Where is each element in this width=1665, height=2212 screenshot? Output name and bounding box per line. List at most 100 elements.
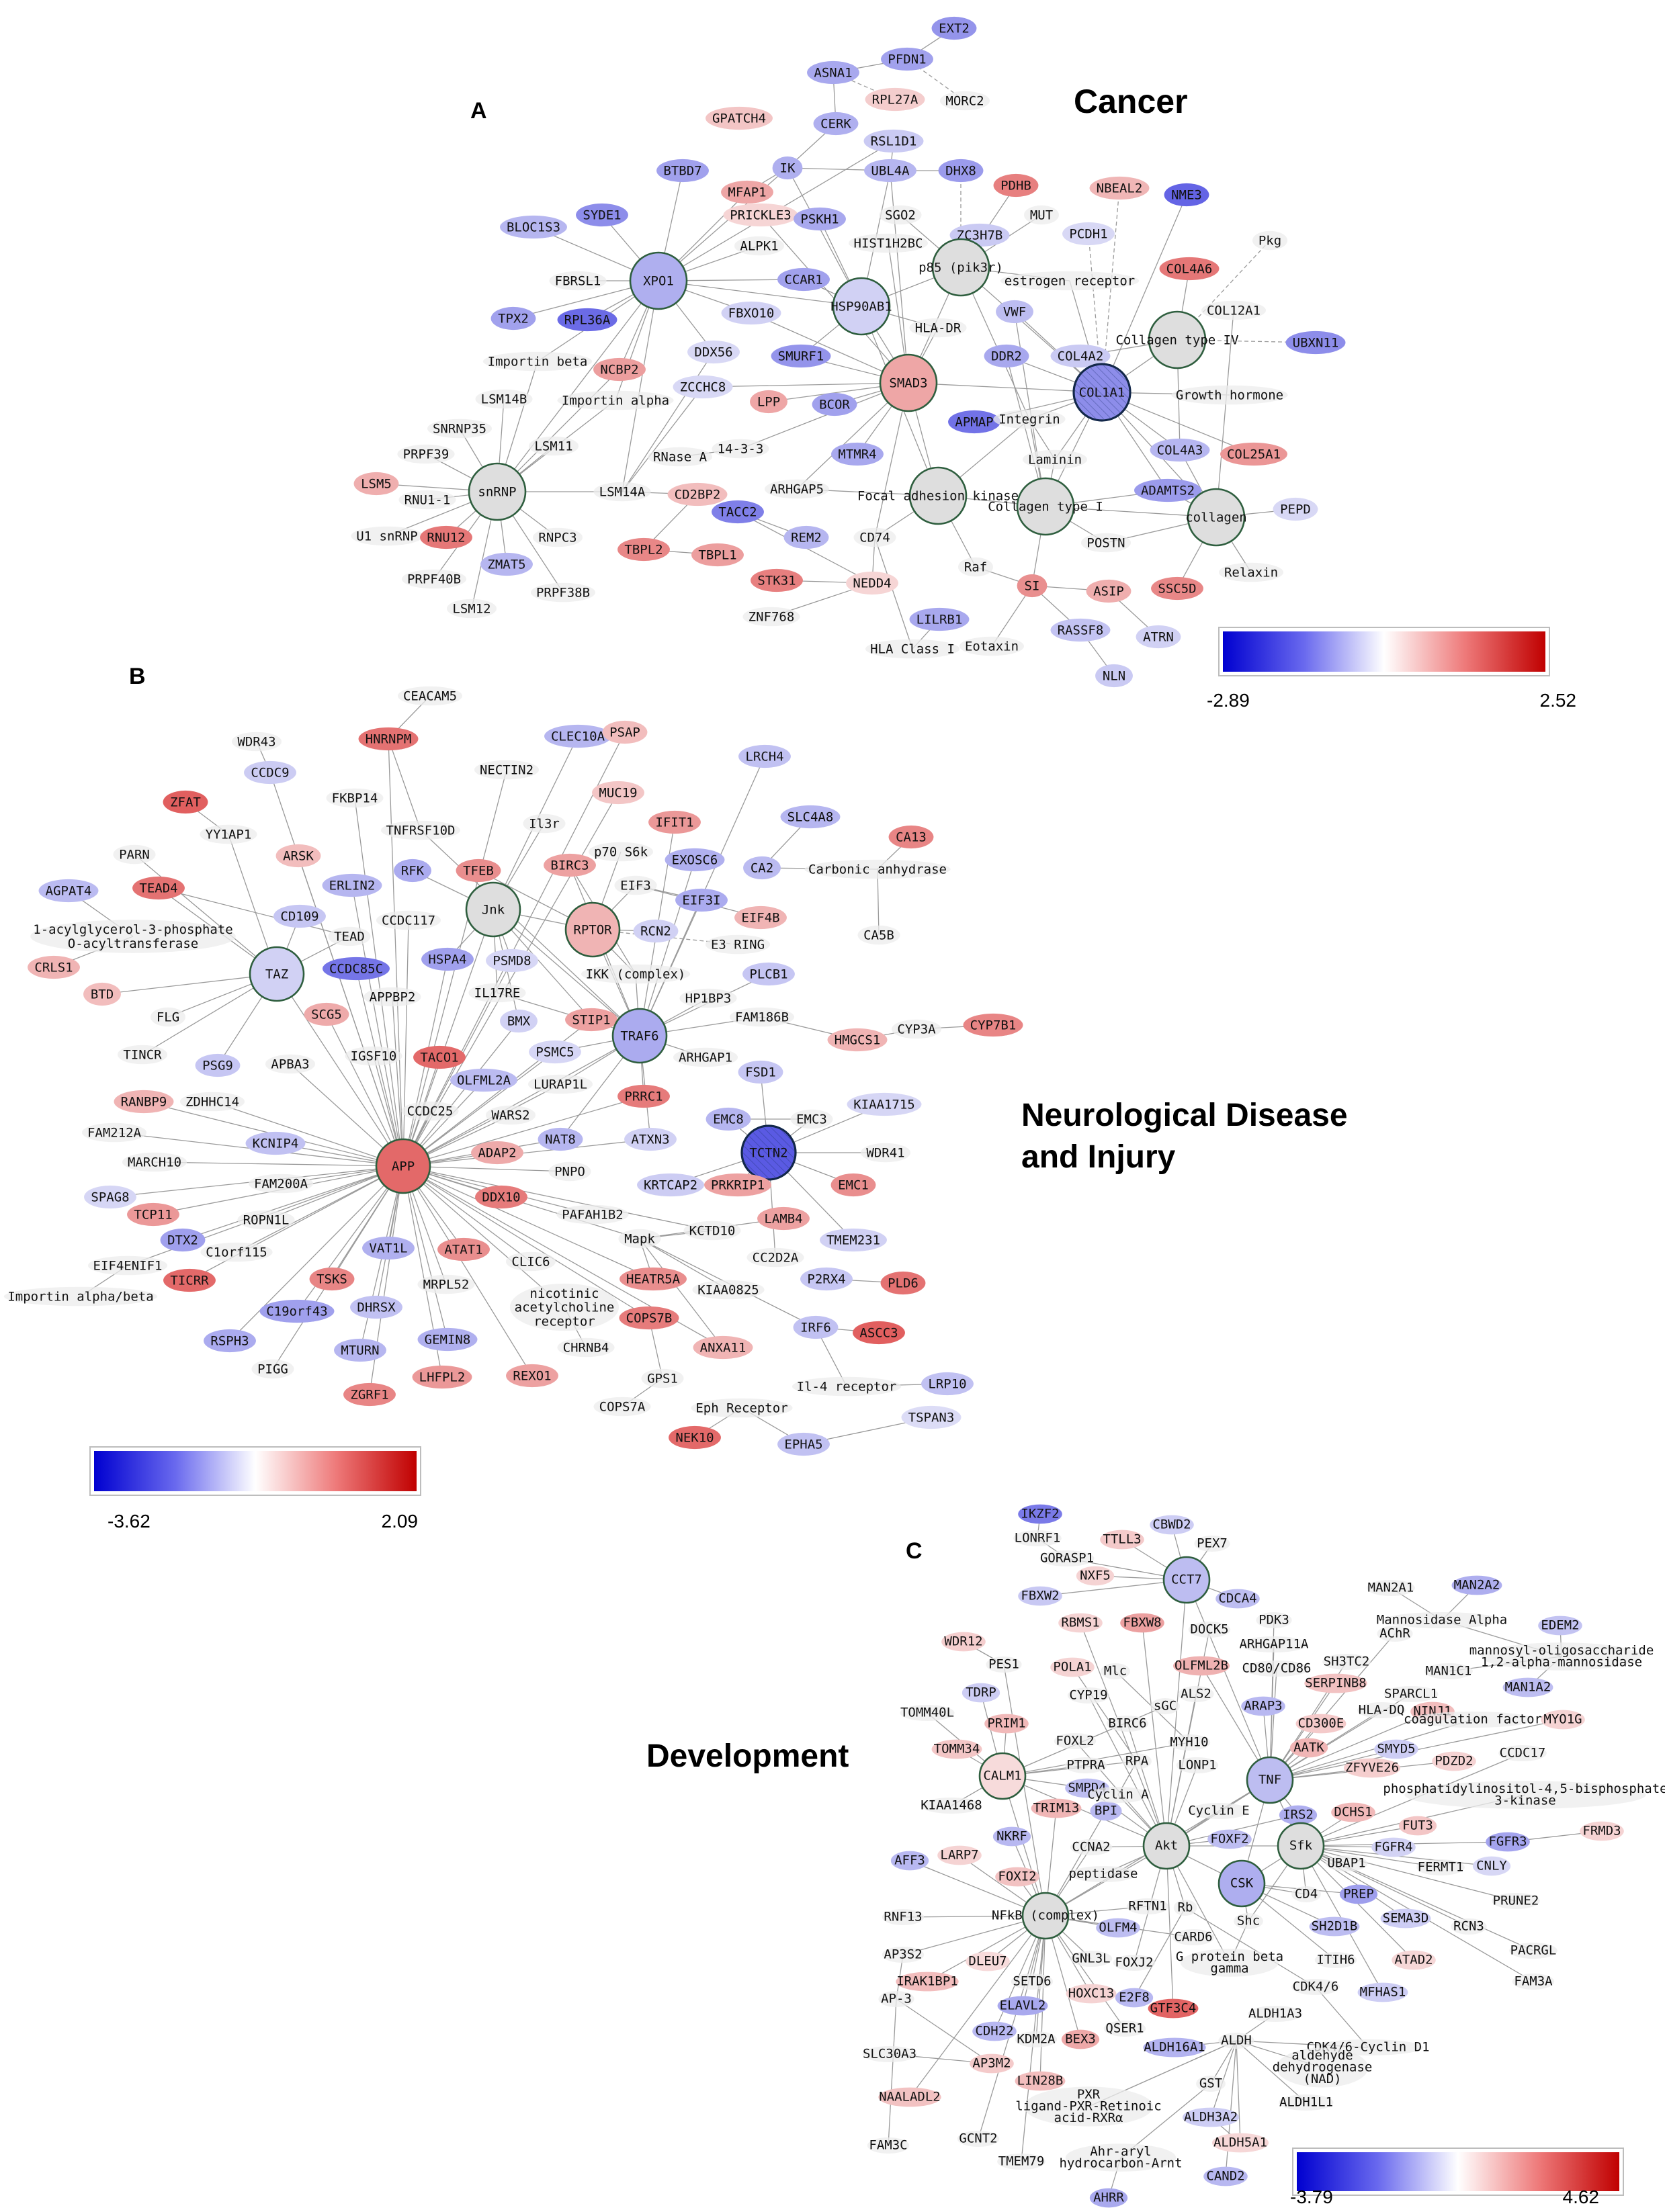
network-node[interactable]: EIF3I	[675, 888, 728, 912]
network-node[interactable]: MUC19	[592, 781, 644, 805]
network-node[interactable]: ATAT1	[437, 1237, 490, 1262]
network-node[interactable]: ALPK1	[734, 236, 785, 256]
network-node[interactable]: TRAF6	[611, 1008, 668, 1064]
network-node[interactable]: ZFYVE26	[1343, 1758, 1401, 1778]
network-node[interactable]: CCDC85C	[323, 957, 390, 981]
network-node[interactable]: CDK4/6	[1291, 1979, 1340, 1995]
network-node[interactable]: BTBD7	[656, 159, 709, 183]
network-node[interactable]: ZNF768	[742, 607, 800, 627]
network-node[interactable]: MUT	[1023, 205, 1060, 225]
network-node[interactable]: ZGRF1	[343, 1382, 396, 1407]
network-node[interactable]: DHX8	[938, 159, 984, 183]
network-node[interactable]: CD109	[273, 904, 326, 928]
network-node[interactable]: POSTN	[1080, 533, 1132, 553]
network-node[interactable]: DDX56	[687, 340, 740, 364]
network-node[interactable]: HMGCS1	[827, 1028, 888, 1052]
network-node[interactable]: CALM1	[978, 1752, 1027, 1800]
network-node[interactable]: YY1AP1	[200, 824, 257, 844]
network-node[interactable]: PIGG	[251, 1359, 294, 1379]
network-node[interactable]: ARHGAP5	[764, 479, 830, 499]
network-node[interactable]: STIP1	[565, 1008, 617, 1032]
network-node[interactable]: Laminin	[1022, 449, 1088, 470]
network-node[interactable]: CCNA2	[1070, 1839, 1113, 1855]
network-node[interactable]: CD74	[853, 527, 896, 547]
network-node[interactable]: CNLY	[1472, 1856, 1511, 1876]
network-node[interactable]: FOXF2	[1207, 1829, 1252, 1849]
network-node[interactable]: PDK3	[1256, 1612, 1292, 1628]
network-node[interactable]: KCNIP4	[245, 1131, 306, 1155]
network-node[interactable]: REM2	[783, 525, 829, 549]
network-node[interactable]: COL1A1	[1072, 363, 1132, 422]
network-node[interactable]: IFIT1	[648, 810, 701, 834]
network-node[interactable]: NEDD4	[846, 571, 898, 595]
network-node[interactable]: RFK	[394, 858, 431, 883]
network-node[interactable]: FSD1	[738, 1060, 783, 1084]
network-node[interactable]: TINCR	[117, 1045, 168, 1065]
network-node[interactable]: MARCH10	[122, 1152, 187, 1172]
network-node[interactable]: 14-3-3	[712, 439, 769, 459]
network-node[interactable]: EIF4B	[734, 905, 787, 930]
network-node[interactable]: PTPRA	[1064, 1757, 1107, 1773]
network-node[interactable]: Mapk	[618, 1229, 661, 1249]
network-node[interactable]: SCG5	[304, 1002, 349, 1026]
network-node[interactable]: MFAP1	[721, 180, 773, 204]
network-node[interactable]: CDH22	[972, 2021, 1017, 2041]
network-node[interactable]: RSL1D1	[863, 129, 924, 153]
network-node[interactable]: LONRF1	[1013, 1530, 1062, 1546]
network-node[interactable]: ALS2	[1178, 1686, 1214, 1702]
network-node[interactable]: WDR12	[941, 1632, 986, 1652]
network-node[interactable]: ITIH6	[1314, 1952, 1357, 1968]
network-node[interactable]: CCAR1	[777, 267, 830, 292]
network-node[interactable]: VWF	[996, 300, 1033, 324]
network-node[interactable]: TBPL2	[617, 537, 670, 562]
network-node[interactable]: MAN1C1	[1424, 1663, 1473, 1679]
network-node[interactable]: SYDE1	[576, 203, 628, 227]
network-node[interactable]: SI	[1017, 574, 1048, 598]
network-node[interactable]: TOMM40L	[900, 1705, 955, 1721]
network-node[interactable]: CBWD2	[1150, 1515, 1194, 1535]
network-node[interactable]: Cyclin E	[1188, 1803, 1250, 1819]
network-node[interactable]: LSM12	[446, 599, 497, 619]
network-node[interactable]: Importin alpha/beta	[3, 1286, 158, 1307]
network-node[interactable]: WDR43	[231, 732, 282, 752]
network-node[interactable]: RNU1-1	[398, 490, 456, 510]
network-node[interactable]: FUT3	[1398, 1816, 1437, 1836]
network-node[interactable]: MTMR4	[831, 442, 884, 466]
network-node[interactable]: CD80/CD86	[1242, 1661, 1312, 1677]
network-node[interactable]: ATRN	[1136, 625, 1181, 649]
network-node[interactable]: PSMD8	[486, 948, 538, 973]
network-node[interactable]: CAND2	[1203, 2166, 1248, 2186]
network-node[interactable]: TEAD	[328, 926, 371, 946]
network-node[interactable]: UBL4A	[864, 159, 916, 183]
network-node[interactable]: HLA Class I	[865, 639, 960, 659]
network-node[interactable]: MORC2	[939, 91, 990, 111]
network-node[interactable]: ATAD2	[1392, 1950, 1436, 1970]
network-node[interactable]: CA5B	[857, 925, 900, 945]
network-node[interactable]: EMC1	[830, 1173, 876, 1197]
network-node[interactable]: IRF6	[793, 1315, 839, 1339]
network-node[interactable]: APMAP	[948, 410, 1000, 434]
network-node[interactable]: ALDH5A1	[1211, 2133, 1269, 2153]
network-node[interactable]: OLFML2B	[1172, 1656, 1230, 1676]
network-node[interactable]: TTLL3	[1100, 1530, 1144, 1550]
network-node[interactable]: TFEB	[456, 858, 501, 883]
network-node[interactable]: PLD6	[880, 1271, 926, 1295]
network-node[interactable]: Collagen type I	[988, 477, 1103, 536]
network-node[interactable]: APPBP2	[364, 987, 421, 1007]
network-node[interactable]: VAT1L	[362, 1236, 415, 1260]
network-node[interactable]: C1orf115	[200, 1242, 273, 1262]
network-node[interactable]: PEPD	[1273, 497, 1318, 521]
network-node[interactable]: PRPF40B	[401, 569, 467, 589]
network-node[interactable]: GORASP1	[1039, 1550, 1095, 1566]
network-node[interactable]: ZFAT	[163, 790, 208, 814]
network-node[interactable]: COL4A3	[1150, 438, 1210, 462]
network-node[interactable]: WARS2	[485, 1105, 536, 1125]
network-node[interactable]: IRS2	[1279, 1805, 1318, 1825]
network-node[interactable]: FAM186B	[729, 1007, 795, 1027]
network-node[interactable]: EXT2	[931, 16, 977, 40]
network-node[interactable]: RSPH3	[204, 1329, 256, 1353]
network-node[interactable]: BMX	[500, 1009, 538, 1033]
network-node[interactable]: SNRNP35	[427, 418, 493, 439]
